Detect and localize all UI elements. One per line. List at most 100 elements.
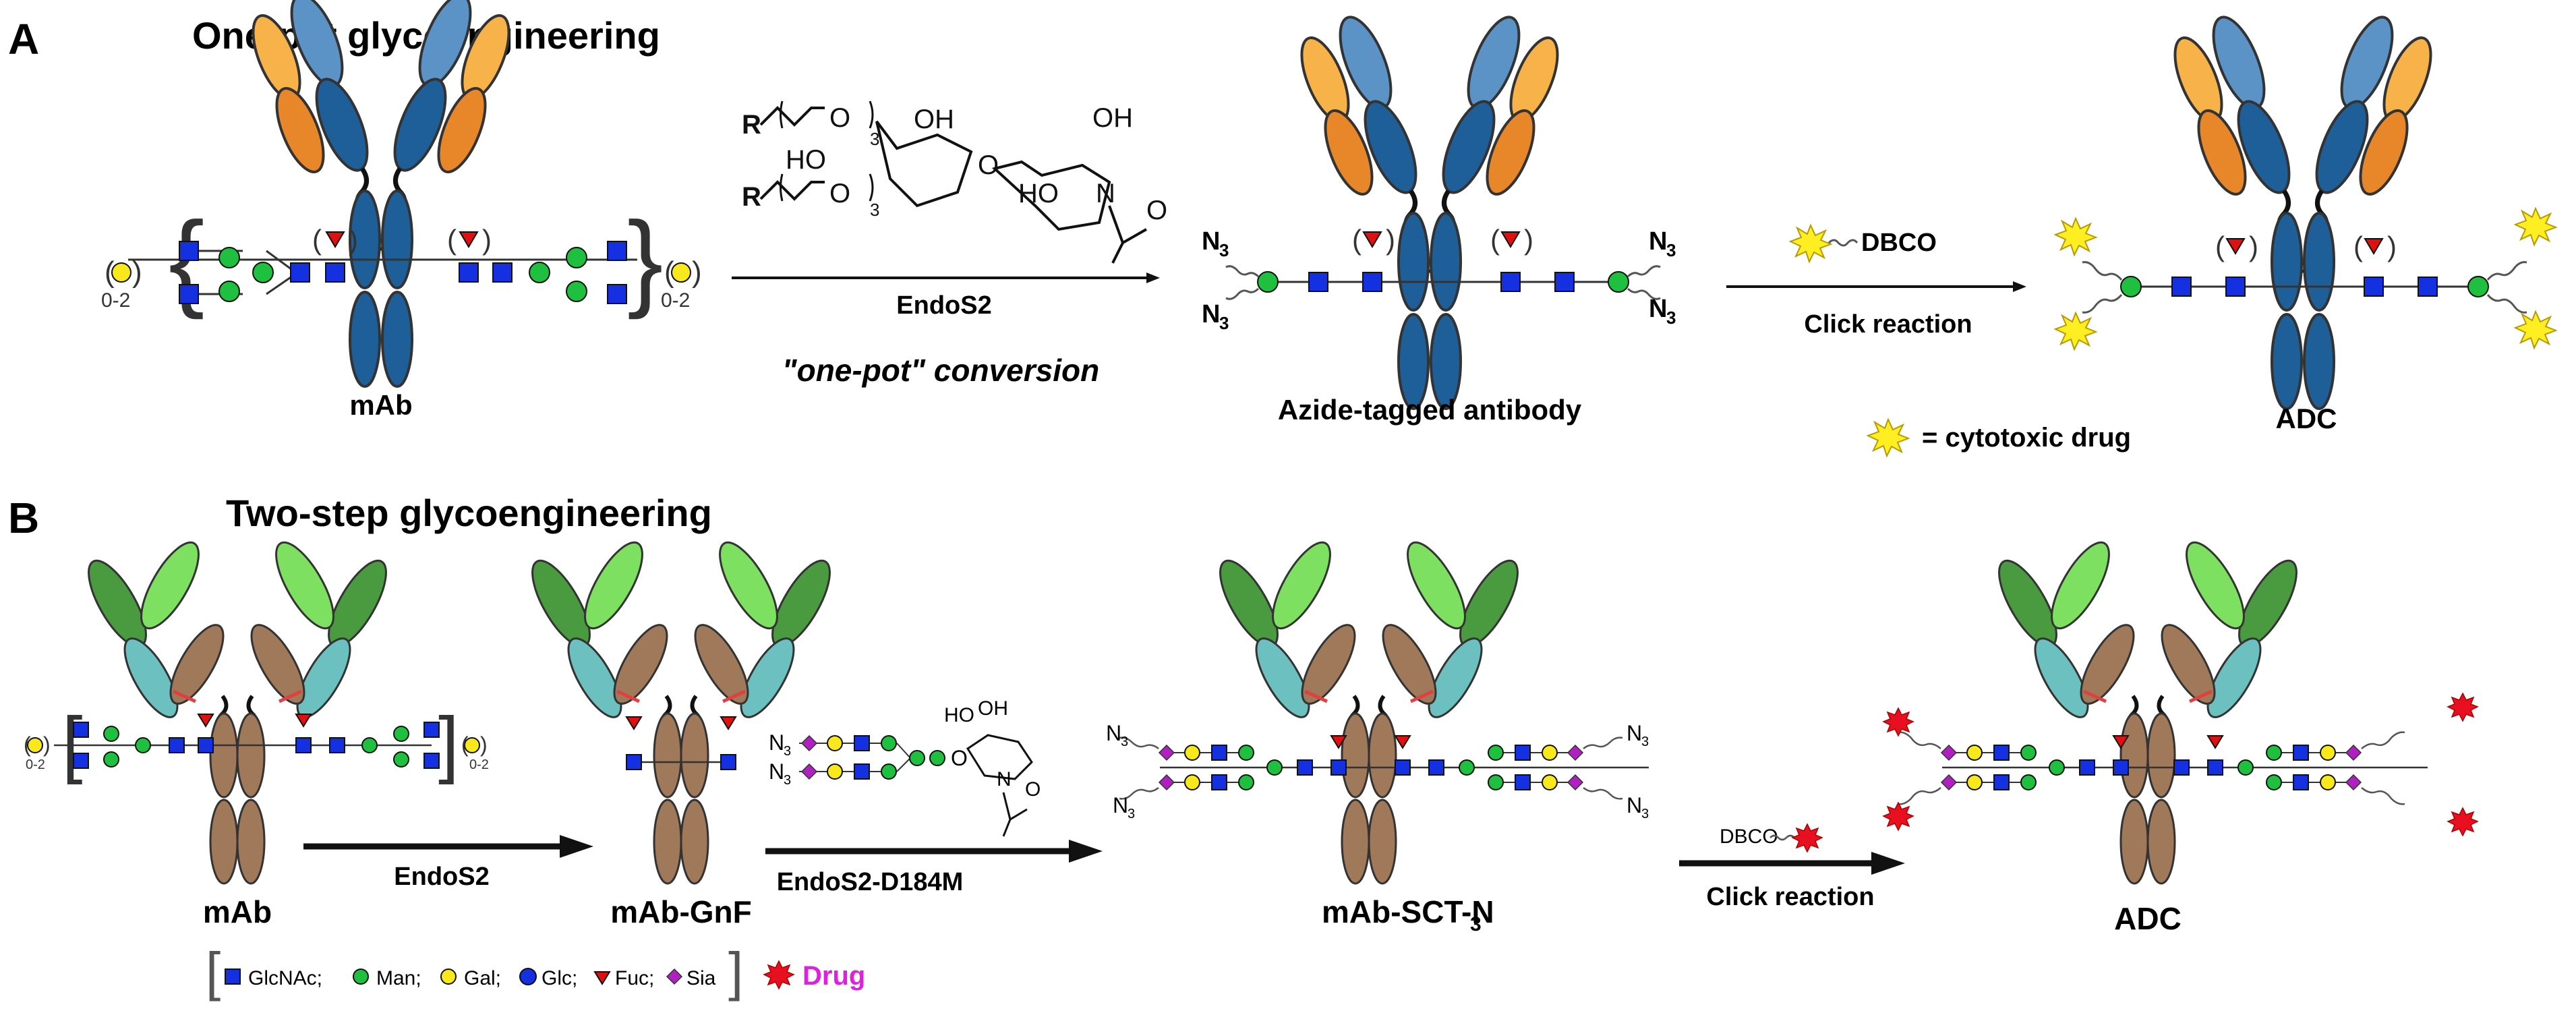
svg-text:3: 3: [1641, 734, 1649, 749]
antibody-adc-b: [1988, 535, 2307, 884]
gal-range-left: 0-2: [101, 289, 130, 312]
svg-text:N: N: [1627, 721, 1642, 745]
svg-text:3: 3: [870, 129, 879, 149]
svg-text:(: (: [1490, 224, 1500, 256]
svg-text:): ): [692, 256, 702, 289]
antibody-mab-b: [78, 535, 397, 884]
svg-text:(: (: [2215, 231, 2225, 262]
mab-label-b: mAb: [203, 894, 272, 929]
svg-text:N: N: [1113, 793, 1128, 817]
svg-text:DBCO: DBCO: [1720, 826, 1778, 848]
enzyme-label-a: EndoS2: [896, 291, 991, 320]
mab-gnf-label: mAb-GnF: [610, 894, 752, 929]
oxazoline-structure-a: R R O O 3 3 HO OH O OH HO N O: [742, 100, 1167, 264]
svg-text:): ): [43, 732, 51, 757]
svg-text:HO: HO: [786, 145, 826, 175]
svg-text:3: 3: [1470, 913, 1482, 935]
svg-text:N: N: [1202, 227, 1220, 256]
svg-text:3: 3: [784, 744, 791, 759]
svg-text:3: 3: [1219, 313, 1229, 333]
svg-text:O: O: [951, 746, 968, 770]
svg-text:GlcNAc;: GlcNAc;: [248, 967, 322, 989]
svg-text:R: R: [742, 110, 761, 140]
svg-text:3: 3: [1641, 807, 1649, 821]
svg-text:N: N: [769, 730, 784, 755]
click-label-b: Click reaction: [1706, 883, 1874, 911]
adc-label-b: ADC: [2114, 901, 2182, 936]
sct-oxazoline-donor: N 3 N 3 O HO OH N O: [769, 697, 1041, 837]
enzyme-label-b2: EndoS2-D184M: [777, 868, 964, 896]
svg-text:N: N: [997, 768, 1012, 790]
svg-text:(: (: [24, 732, 31, 757]
azide-antibody-label: Azide-tagged antibody: [1278, 394, 1582, 426]
svg-text:Drug: Drug: [802, 961, 865, 991]
svg-text:(: (: [447, 224, 457, 256]
antibody-adc-a: [2165, 11, 2440, 409]
svg-text:O: O: [829, 179, 850, 208]
svg-text:(: (: [312, 224, 322, 256]
svg-text:OH: OH: [914, 105, 954, 134]
svg-text:N: N: [1096, 179, 1115, 208]
gal-range-right: 0-2: [661, 289, 690, 312]
svg-text:]: ]: [728, 942, 743, 1002]
svg-text:): ): [482, 224, 492, 256]
svg-text:OH: OH: [1092, 103, 1133, 133]
mab-sct-label: mAb-SCT-N 3: [1322, 894, 1494, 935]
svg-text:N: N: [1627, 793, 1642, 817]
svg-text:N: N: [1106, 721, 1121, 745]
svg-text:O: O: [978, 150, 999, 180]
svg-text:): ): [2387, 231, 2397, 262]
svg-text:3: 3: [784, 773, 791, 788]
enzyme-label-b1: EndoS2: [394, 863, 489, 891]
glycan-mab-gnf: [626, 716, 736, 770]
antibody-azide-tagged: [1292, 11, 1567, 409]
svg-text:3: 3: [870, 200, 879, 220]
glycan-mab-b: [ ] ( ) 0-2 ( ) 0-2: [24, 702, 489, 785]
conversion-label: "one-pot" conversion: [782, 353, 1099, 388]
glycan-adc-a: ( ) ( ): [2055, 208, 2556, 350]
svg-text:): ): [349, 224, 358, 256]
svg-text:3: 3: [1121, 734, 1128, 749]
dbco-reagent-b: DBCO: [1720, 823, 1823, 852]
svg-text:[: [: [62, 702, 83, 785]
svg-text:OH: OH: [978, 697, 1008, 720]
glycan-mab-sct: N 3 N 3 N 3 N 3: [1106, 721, 1649, 821]
svg-text:3: 3: [1666, 308, 1676, 328]
svg-text:[: [: [206, 942, 221, 1002]
svg-text:(: (: [1352, 224, 1362, 256]
svg-text:Man;: Man;: [376, 967, 421, 989]
antibody-mab-a: [243, 0, 519, 386]
svg-text:HO: HO: [1018, 179, 1059, 208]
panel-b-letter: B: [8, 494, 39, 542]
svg-text:}: }: [627, 199, 663, 320]
svg-text:3: 3: [1666, 240, 1676, 260]
antibody-mab-gnf: [521, 535, 840, 884]
svg-text:Glc;: Glc;: [541, 967, 577, 989]
svg-text:O: O: [1146, 196, 1167, 225]
svg-text:): ): [480, 732, 488, 757]
svg-text:3: 3: [1128, 807, 1135, 821]
dbco-reagent-a: DBCO: [1790, 225, 1937, 262]
antibody-mab-sct: [1209, 535, 1528, 884]
drug-legend-a: = cytotoxic drug: [1867, 419, 2131, 457]
svg-text:R: R: [742, 182, 761, 212]
svg-text:Gal;: Gal;: [464, 967, 501, 989]
svg-text:): ): [2249, 231, 2258, 262]
glycan-legend: [ GlcNAc; Man; Gal; Glc; Fuc; Sia ] Drug: [206, 942, 865, 1002]
svg-text:N: N: [1649, 227, 1667, 256]
svg-text:DBCO: DBCO: [1861, 229, 1937, 257]
svg-text:N: N: [769, 759, 784, 784]
svg-text:N: N: [1202, 300, 1220, 328]
svg-text:(: (: [2353, 231, 2363, 262]
glycan-mab-a: { ( ) ( ) } ( ) 0-2 ( ) 0-2: [101, 199, 702, 320]
svg-text:O: O: [1025, 778, 1041, 801]
svg-text:0-2: 0-2: [469, 757, 489, 772]
svg-text:): ): [132, 256, 142, 289]
svg-text:): ): [1386, 224, 1395, 256]
glycan-azide-tagged: ( ) ( ) N 3 N 3 N 3 N 3: [1202, 224, 1676, 333]
svg-text:HO: HO: [944, 704, 974, 726]
panel-a-letter: A: [8, 15, 39, 63]
click-label-a: Click reaction: [1804, 310, 1972, 339]
mab-label-a: mAb: [349, 389, 412, 421]
